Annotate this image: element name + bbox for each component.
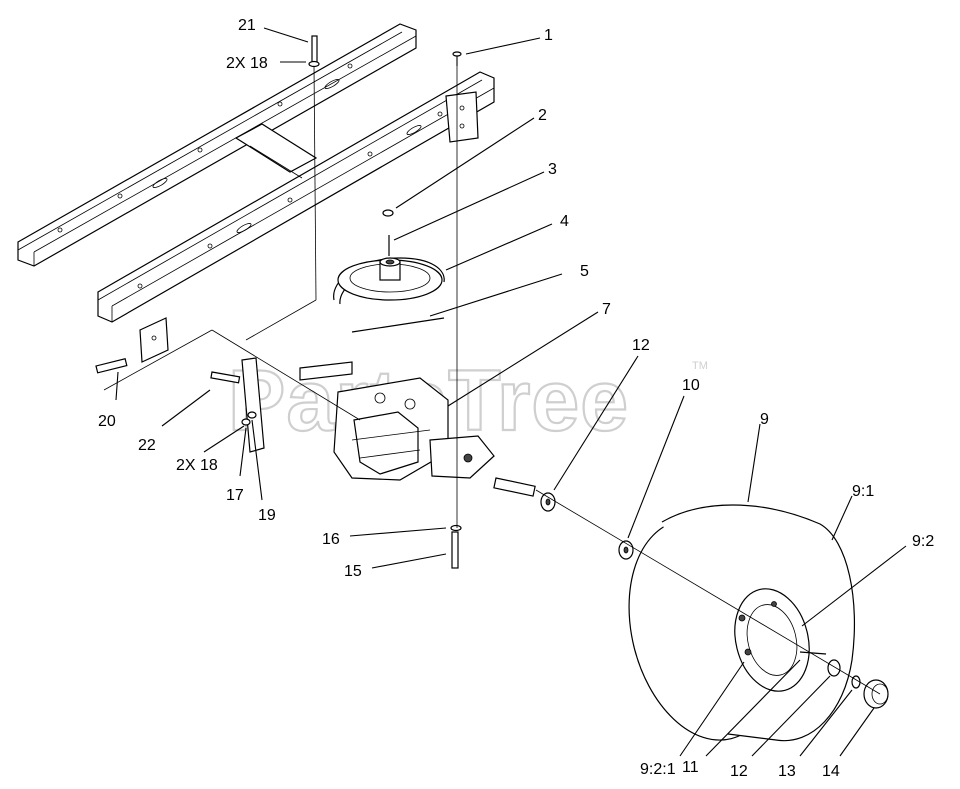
watermark-trademark: TM [692, 360, 708, 372]
callout-9-2-1: 9:2:1 [640, 761, 676, 778]
assembly-lines [103, 65, 881, 695]
callout-11: 11 [682, 759, 699, 776]
callout-9-1: 9:1 [852, 483, 874, 500]
frame-rail-upper [17, 23, 417, 267]
callout-19: 19 [258, 507, 276, 524]
bolt-20-part [95, 358, 128, 374]
washer-17-part [241, 418, 251, 426]
bolt-1-part [452, 51, 462, 66]
callout-21: 21 [238, 17, 256, 34]
nut-19-part [247, 411, 257, 419]
callout-16: 16 [322, 531, 340, 548]
callout-2: 2 [538, 107, 547, 124]
callout-4: 4 [560, 213, 569, 230]
washer-12-axle-part [540, 492, 556, 512]
callout-13: 13 [778, 763, 796, 780]
wheel-tire-part [628, 504, 855, 742]
bolt-15-part [451, 531, 459, 569]
callout-20: 20 [98, 413, 116, 430]
washer-16-part [450, 524, 462, 532]
axle-pin-11-part [799, 651, 827, 655]
transaxle-part [299, 361, 536, 497]
callout-12-axle: 12 [632, 337, 650, 354]
pulley-part [337, 257, 443, 301]
retaining-ring-part [382, 209, 394, 217]
callout-15: 15 [344, 563, 362, 580]
frame-cross-member [234, 123, 318, 179]
frame-bracket [445, 91, 479, 143]
callout-2x18-upper: 2X 18 [226, 55, 268, 72]
callout-9: 9 [760, 411, 769, 428]
callout-9-2: 9:2 [912, 533, 934, 550]
callout-17: 17 [226, 487, 244, 504]
hub-cap-14-part [863, 679, 889, 709]
callout-1: 1 [544, 27, 553, 44]
callout-7: 7 [602, 301, 611, 318]
bolt-21-part [308, 35, 320, 68]
callout-14: 14 [822, 763, 840, 780]
drive-belt-part [351, 317, 445, 333]
washer-12-hub-part [827, 659, 841, 677]
callout-22: 22 [138, 437, 156, 454]
callout-10: 10 [682, 377, 700, 394]
callout-2x18-lower: 2X 18 [176, 457, 218, 474]
leader-lines [115, 27, 907, 757]
callout-5: 5 [580, 263, 589, 280]
callout-labels: 21 2X 18 1 2 3 4 5 7 12 10 9 9:1 9:2 20 … [98, 17, 934, 780]
bolt-22-part [210, 371, 241, 384]
mounting-plate [139, 317, 169, 363]
frame-rail-lower [97, 71, 495, 323]
callout-3: 3 [548, 161, 557, 178]
callout-12-hub: 12 [730, 763, 748, 780]
